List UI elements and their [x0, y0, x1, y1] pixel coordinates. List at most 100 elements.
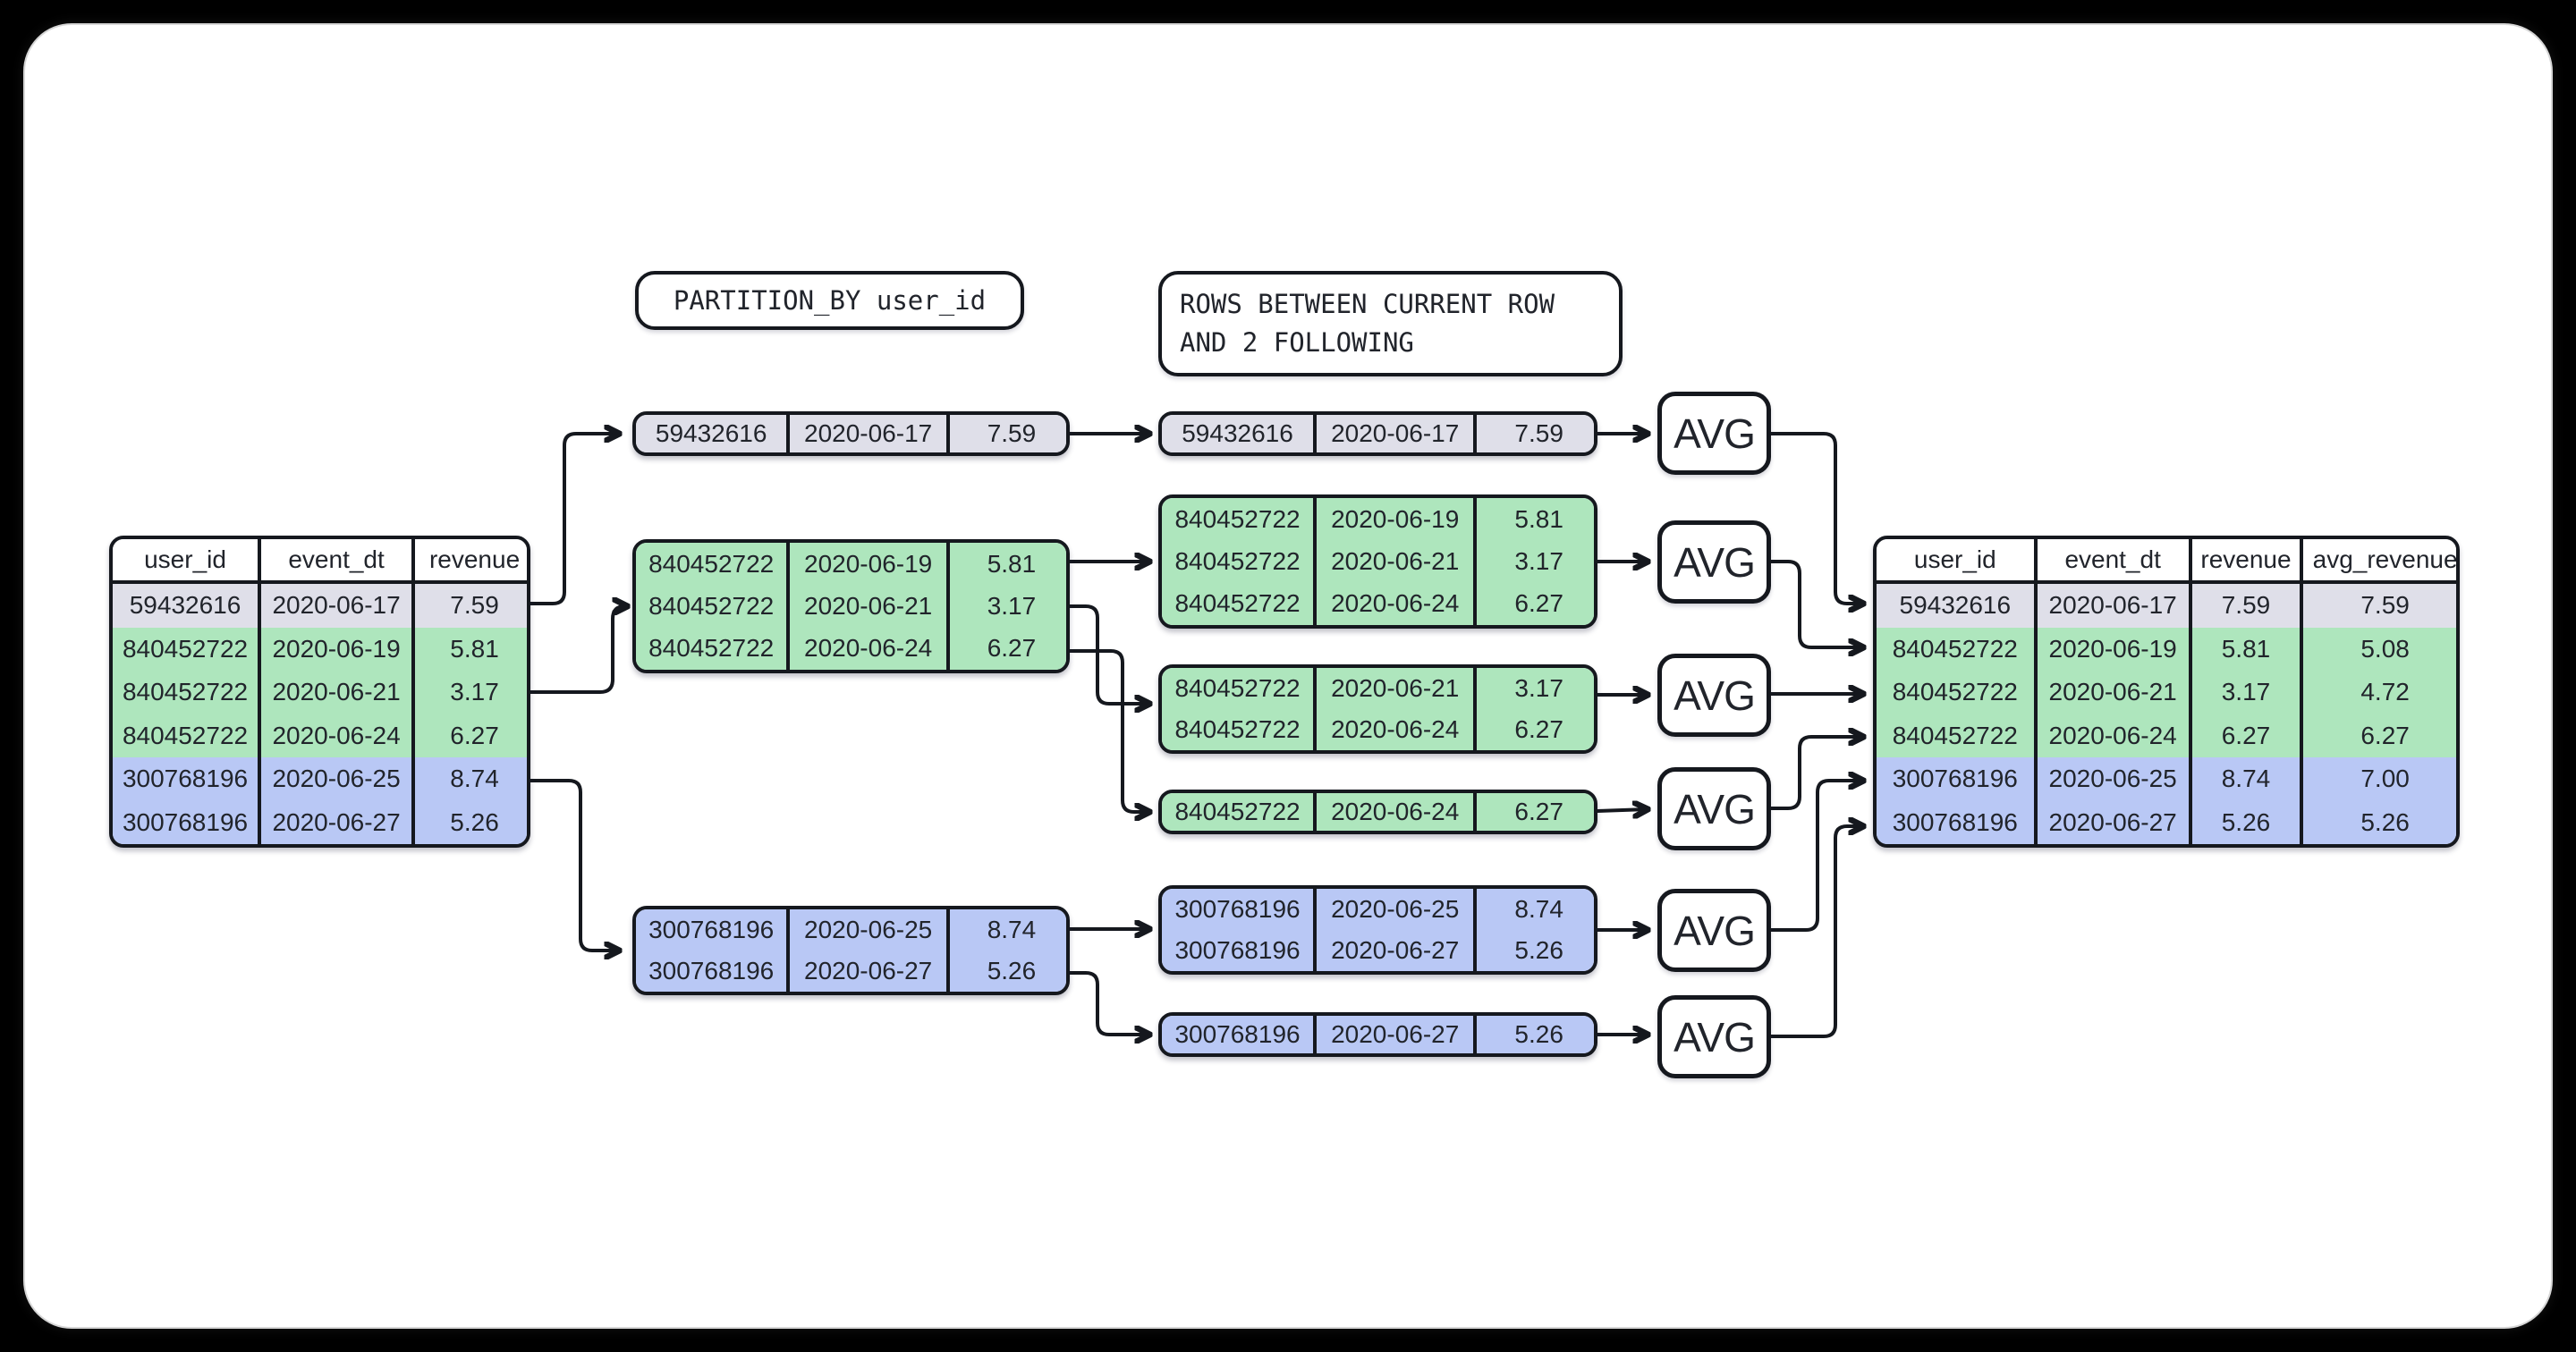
- cell: 2020-06-27: [258, 800, 411, 844]
- cell: 6.27: [1473, 582, 1594, 625]
- cell: 8.74: [411, 757, 527, 801]
- cell: 3.17: [411, 671, 527, 714]
- header-cell: event_dt: [258, 539, 411, 580]
- cell: 2020-06-17: [1313, 415, 1473, 452]
- cell: 2020-06-21: [1313, 540, 1473, 583]
- cell: 300768196: [648, 957, 775, 984]
- cell: 2020-06-24: [258, 714, 411, 757]
- arrow-avg-to-output-5: [1769, 781, 1863, 932]
- cell: 7.59: [411, 584, 527, 628]
- cell: 6.27: [411, 714, 527, 757]
- cell: 2020-06-24: [1313, 582, 1473, 625]
- cell: 5.26: [411, 800, 527, 844]
- avg-node-1: AVG: [1657, 392, 1771, 475]
- cell: 2020-06-25: [786, 909, 946, 951]
- cell: 300768196: [1174, 1020, 1301, 1048]
- cell: 840452722: [1174, 589, 1301, 618]
- cell: 59432616: [655, 419, 767, 447]
- arrow-partition-to-window-4: [1068, 649, 1149, 812]
- partition-by-label-text: PARTITION_BY user_id: [673, 284, 987, 316]
- arrow-partition-to-window-6: [1068, 971, 1149, 1035]
- cell: 5.81: [1473, 498, 1594, 541]
- cell: 840452722: [1892, 634, 2018, 663]
- cell: 59432616: [1182, 419, 1293, 447]
- cell: 2020-06-24: [786, 627, 946, 670]
- window-frame-label-line1: ROWS BETWEEN CURRENT ROW: [1180, 289, 1555, 319]
- arrow-input-to-partition-gray: [529, 434, 619, 605]
- cell: 300768196: [122, 765, 249, 793]
- header-cell: avg_revenue: [2300, 539, 2456, 580]
- header-cell: user_id: [144, 545, 226, 573]
- cell: 3.17: [1473, 540, 1594, 583]
- avg-node-2-label: AVG: [1674, 538, 1756, 586]
- cell: 840452722: [1892, 721, 2018, 749]
- cell: 840452722: [648, 549, 775, 578]
- cell: 6.27: [2300, 714, 2456, 757]
- cell: 2020-06-21: [1313, 668, 1473, 709]
- cell: 840452722: [1174, 504, 1301, 533]
- cell: 6.27: [1473, 709, 1594, 750]
- avg-node-3: AVG: [1657, 654, 1771, 737]
- arrow-input-to-partition-green: [529, 606, 627, 694]
- arrow-window-to-avg-4: [1596, 809, 1648, 811]
- window-frame-label: ROWS BETWEEN CURRENT ROW AND 2 FOLLOWING: [1158, 271, 1623, 376]
- cell: 7.59: [2188, 584, 2301, 628]
- cell: 8.74: [2188, 757, 2301, 801]
- cell: 300768196: [1892, 807, 2018, 836]
- arrow-avg-to-output-6: [1769, 826, 1863, 1038]
- cell: 2020-06-19: [786, 543, 946, 586]
- avg-node-2: AVG: [1657, 520, 1771, 604]
- arrow-avg-to-output-2: [1769, 560, 1863, 647]
- cell: 3.17: [945, 585, 1066, 628]
- cell: 6.27: [945, 627, 1066, 670]
- avg-node-1-label: AVG: [1674, 410, 1756, 457]
- cell: 840452722: [122, 721, 249, 749]
- cell: 2020-06-27: [1313, 930, 1473, 971]
- avg-node-5: AVG: [1657, 889, 1771, 972]
- cell: 2020-06-17: [786, 415, 946, 452]
- cell: 2020-06-25: [258, 757, 411, 801]
- avg-node-6-label: AVG: [1674, 1013, 1756, 1060]
- avg-node-4-label: AVG: [1674, 785, 1756, 832]
- cell: 300768196: [648, 916, 775, 943]
- cell: 5.26: [1473, 930, 1594, 971]
- cell: 8.74: [945, 909, 1066, 951]
- cell: 2020-06-21: [786, 585, 946, 628]
- cell: 2020-06-17: [2033, 584, 2189, 628]
- cell: 7.59: [1473, 415, 1594, 452]
- cell: 5.81: [411, 627, 527, 671]
- cell: 2020-06-27: [2033, 800, 2189, 844]
- cell: 7.00: [2300, 757, 2456, 801]
- header-cell: revenue: [2188, 539, 2301, 580]
- cell: 59432616: [129, 591, 242, 620]
- cell: 5.26: [1473, 1016, 1594, 1053]
- cell: 840452722: [1174, 715, 1301, 743]
